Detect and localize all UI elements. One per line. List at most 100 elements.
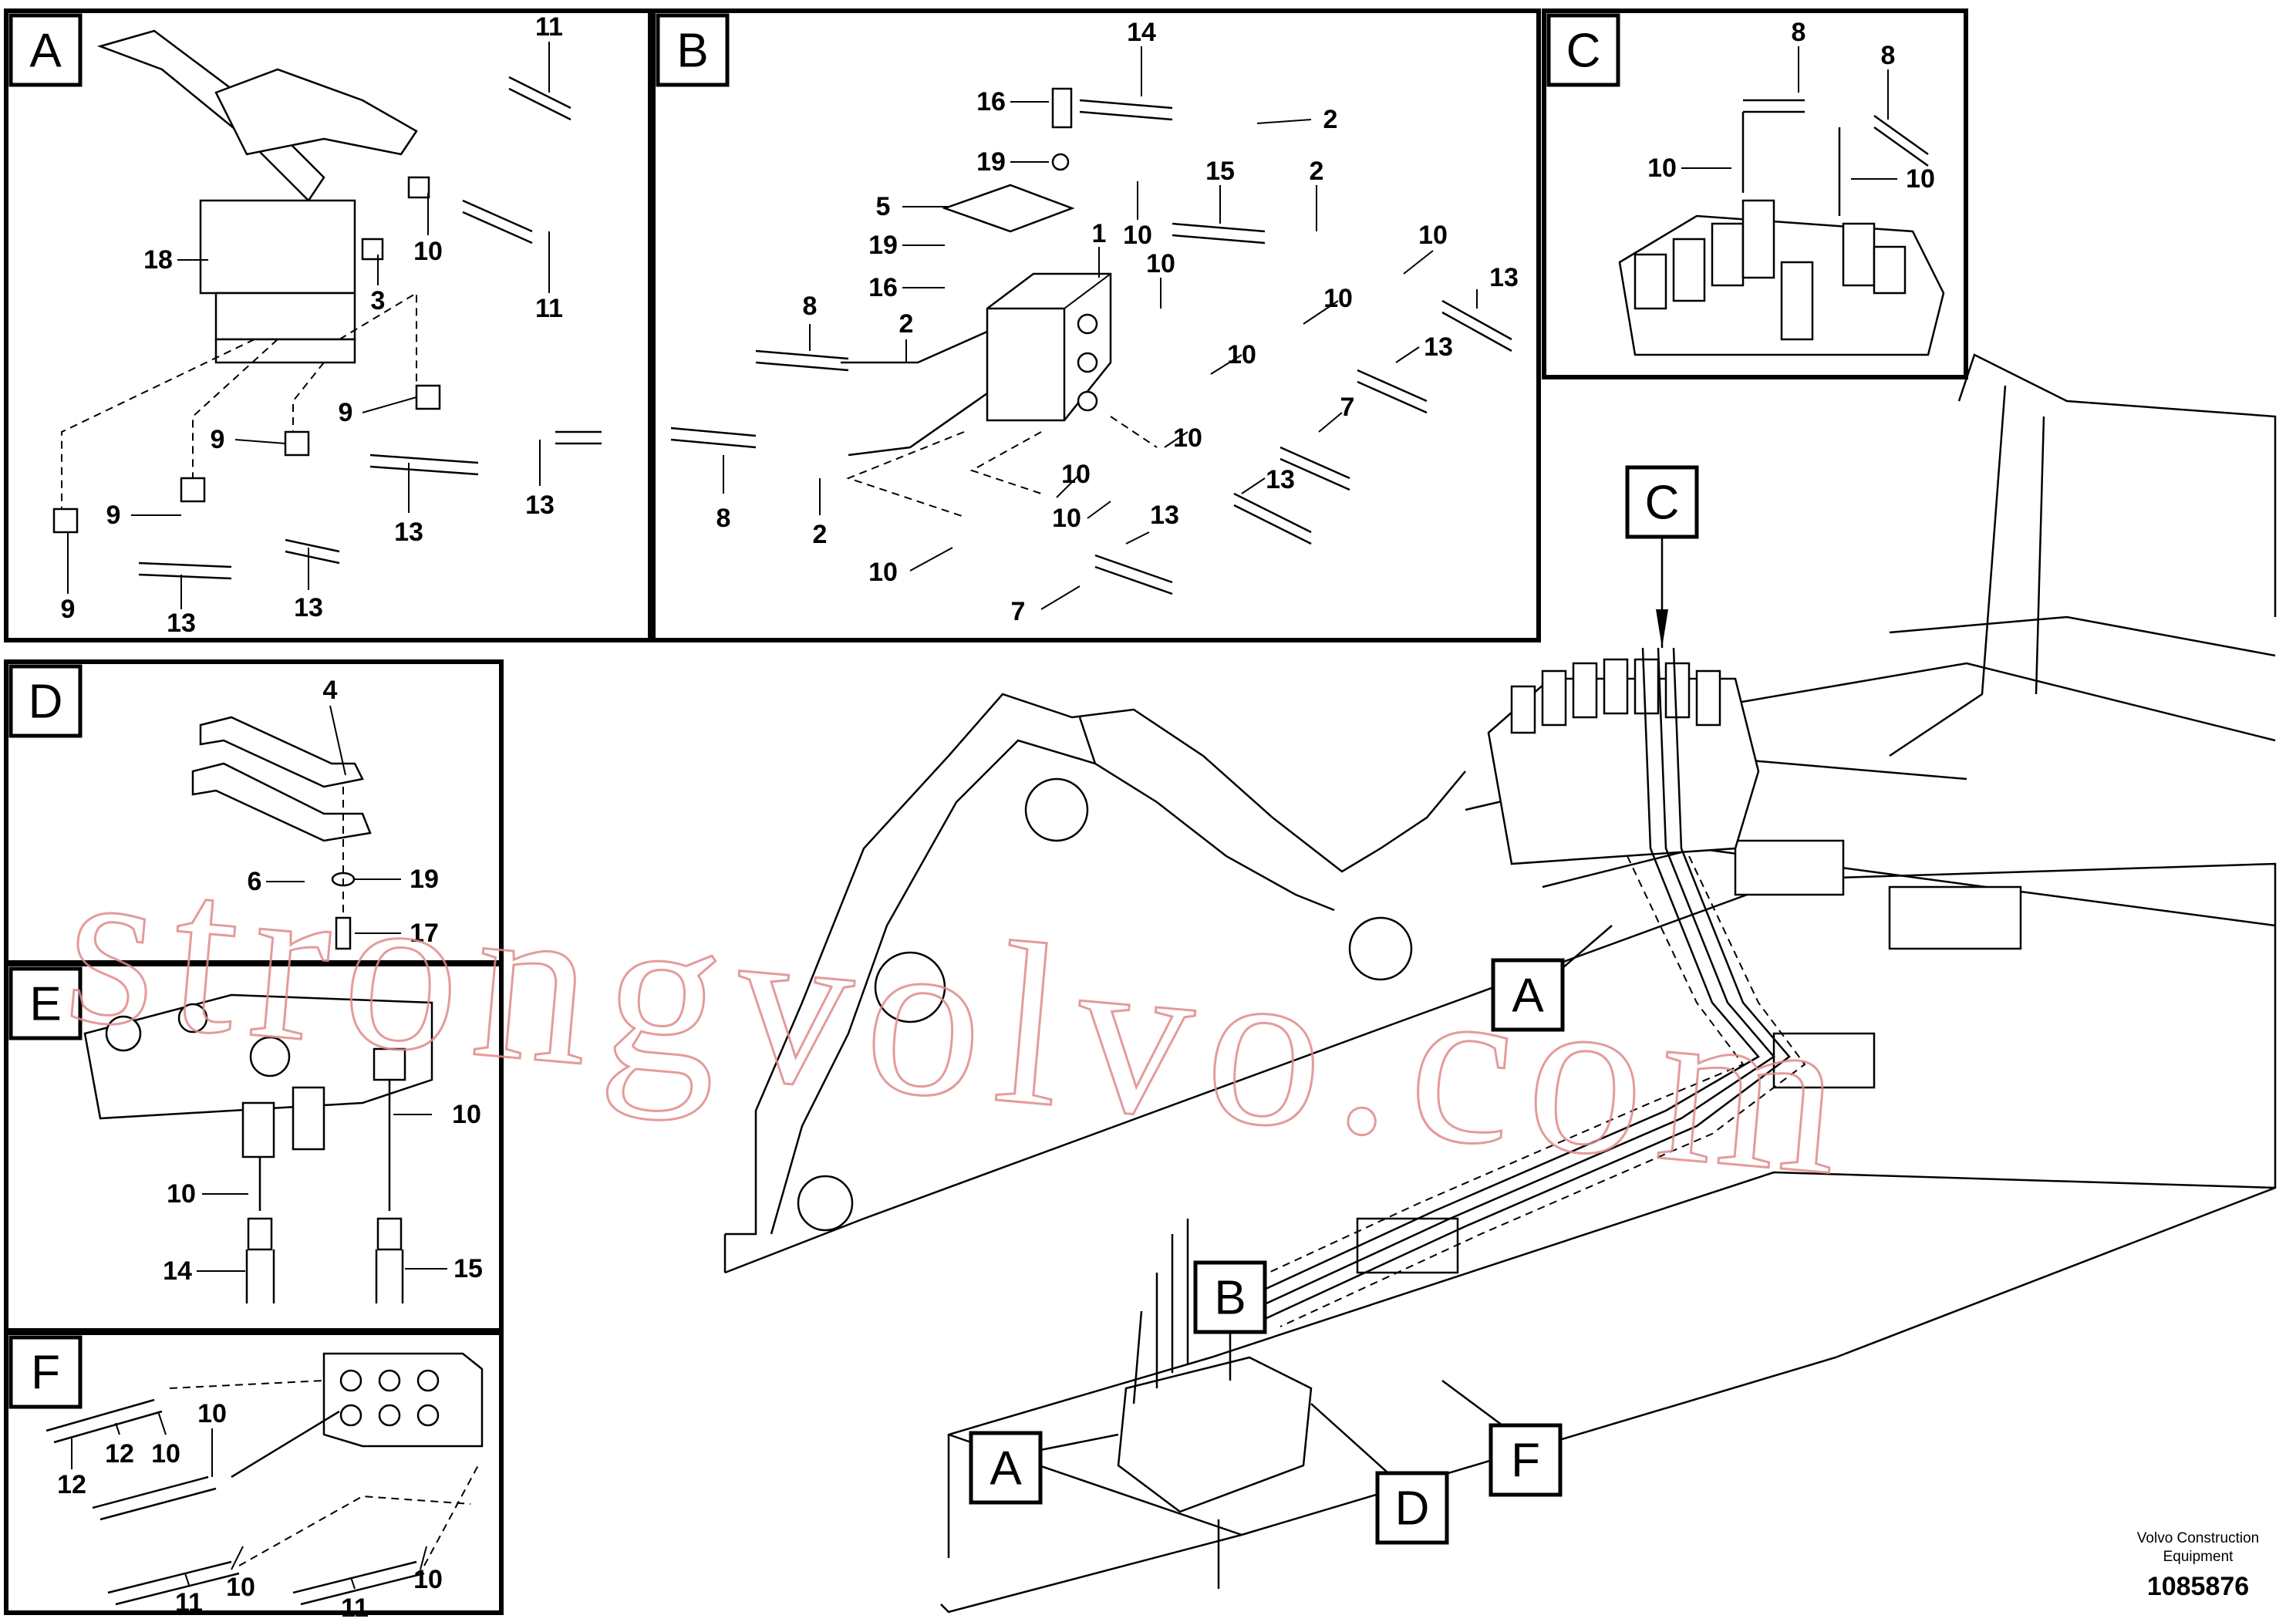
callout-b-1: 1: [1092, 219, 1107, 248]
callout-b-2-bottom: 2: [813, 520, 828, 549]
callout-b-5: 5: [876, 192, 891, 221]
callout-b-2-mid: 2: [899, 309, 914, 339]
callout-a-11-top: 11: [535, 12, 563, 42]
callout-d-19: 19: [410, 865, 439, 894]
panel-a-hoses: [52, 76, 602, 580]
main-tag-b: B: [1214, 1272, 1246, 1325]
callout-b-13-a: 13: [1489, 263, 1519, 292]
callout-d-4: 4: [323, 676, 338, 705]
callout-f-12-b: 12: [57, 1470, 86, 1499]
callout-d-17: 17: [410, 919, 439, 948]
callout-e-10-left: 10: [167, 1179, 196, 1209]
main-frame-view: C A B A D F: [723, 353, 2277, 1614]
callout-f-11-b: 11: [341, 1593, 369, 1622]
callout-b-10-h: 10: [1052, 504, 1081, 533]
main-tag-d: D: [1395, 1482, 1430, 1536]
callout-b-7-bottom: 7: [1011, 597, 1026, 626]
callout-a-13-3: 13: [294, 593, 323, 622]
pilot-valve-drawing: [97, 29, 418, 364]
callout-f-10-b: 10: [197, 1399, 227, 1428]
callout-b-2-right: 2: [1310, 157, 1324, 186]
credit-line-1: Volvo Construction: [2137, 1530, 2259, 1546]
panel-c-label: C: [1566, 25, 1601, 78]
callout-a-13-2: 13: [394, 518, 423, 547]
callout-f-12-a: 12: [105, 1439, 134, 1469]
callout-e-14: 14: [163, 1256, 192, 1286]
callout-a-13-1: 13: [525, 491, 555, 520]
callout-a-10: 10: [413, 237, 443, 266]
main-tag-a-lower: A: [990, 1442, 1022, 1496]
manifold-drawing: [46, 1352, 484, 1606]
panel-b: B 14: [651, 8, 1541, 642]
main-tag-f: F: [1511, 1435, 1540, 1488]
callout-b-19-top: 19: [976, 147, 1006, 177]
callout-b-2-top: 2: [1323, 105, 1338, 134]
callout-a-9-3: 9: [106, 501, 121, 530]
callout-b-8-bottom: 8: [716, 504, 731, 533]
callout-a-3: 3: [371, 286, 386, 315]
callout-b-15: 15: [1205, 157, 1235, 186]
panel-b-callouts: 14 16 2 19 5 2 15 19 1 10 10 16 10: [716, 18, 1519, 626]
panel-f: F 10 12 12 10 10 11: [4, 1330, 504, 1622]
callout-d-6: 6: [248, 867, 262, 896]
callout-a-11-mid: 11: [535, 294, 563, 323]
panel-b-hoses: [670, 87, 1512, 595]
panel-d-label: D: [29, 676, 63, 729]
panel-a-callouts: 11 18 10 3 11 9 9 9 9 13 13 13 13: [61, 12, 563, 638]
panel-a: A: [4, 8, 652, 642]
callout-c-10-right: 10: [1906, 164, 1935, 194]
valve-port-drawing: [83, 993, 433, 1303]
callout-c-10-left: 10: [1647, 153, 1677, 183]
callout-a-13-4: 13: [167, 609, 196, 638]
callout-a-9-4: 9: [61, 595, 76, 624]
callout-c-8-left: 8: [1792, 18, 1806, 47]
panel-c-callouts: 8 8 10 10: [1647, 18, 1935, 194]
credit-line-2: Equipment: [2163, 1549, 2234, 1565]
bracket-drawing: [191, 716, 372, 950]
main-tag-a-upper: A: [1512, 969, 1544, 1023]
callout-f-10-a: 10: [151, 1439, 180, 1469]
control-valve-drawing: [1618, 99, 1945, 356]
panel-d-callouts: 4 6 19 17: [248, 676, 439, 948]
callout-b-10-d: 10: [1323, 284, 1353, 313]
callout-b-10-g: 10: [1061, 460, 1091, 489]
callout-b-10-b: 10: [1418, 221, 1448, 250]
callout-a-9-2: 9: [211, 425, 225, 454]
callout-f-10-d: 10: [413, 1565, 443, 1594]
callout-b-13-d: 13: [1150, 501, 1179, 530]
callout-b-10-a: 10: [1123, 221, 1152, 250]
callout-b-7-top: 7: [1340, 393, 1355, 422]
callout-f-11-a: 11: [175, 1588, 203, 1617]
panel-c: C 8 8 10 10: [1542, 8, 1968, 379]
main-control-valve: [1487, 658, 1760, 865]
main-tag-c: C: [1645, 477, 1680, 530]
callout-b-10-e: 10: [1227, 340, 1256, 369]
callout-b-16-mid: 16: [868, 273, 898, 302]
main-tags: C A B A D F: [969, 465, 1699, 1545]
callout-b-13-b: 13: [1424, 332, 1453, 362]
callout-b-10-c: 10: [1146, 249, 1175, 278]
main-pilot-cluster: [1117, 1219, 1313, 1513]
callout-a-9-1: 9: [339, 398, 353, 427]
callout-b-14: 14: [1127, 18, 1156, 47]
callout-b-8-top: 8: [803, 292, 818, 321]
callout-b-16-top: 16: [976, 87, 1006, 116]
callout-b-10-i: 10: [868, 558, 898, 587]
panel-f-callouts: 10 12 12 10 10 11 10 11 10: [57, 1399, 443, 1622]
valve-block-drawing: [942, 184, 1112, 422]
panel-f-label: F: [31, 1347, 60, 1400]
credit-block: Volvo Construction Equipment 1085876: [2137, 1530, 2259, 1601]
panel-b-label: B: [676, 25, 708, 78]
callout-f-10-c: 10: [226, 1573, 255, 1602]
panel-d: D 4 6 19 17: [4, 659, 504, 965]
panel-a-label: A: [29, 25, 62, 78]
panel-e-callouts: 10 10 14 15: [163, 1100, 483, 1286]
panel-e-label: E: [29, 978, 61, 1031]
callout-b-19-mid: 19: [868, 231, 898, 260]
callout-e-10-right: 10: [452, 1100, 481, 1129]
callout-b-10-f: 10: [1173, 423, 1202, 453]
callout-a-18: 18: [143, 245, 173, 275]
callout-e-15: 15: [453, 1254, 483, 1283]
callout-b-13-c: 13: [1266, 465, 1295, 494]
